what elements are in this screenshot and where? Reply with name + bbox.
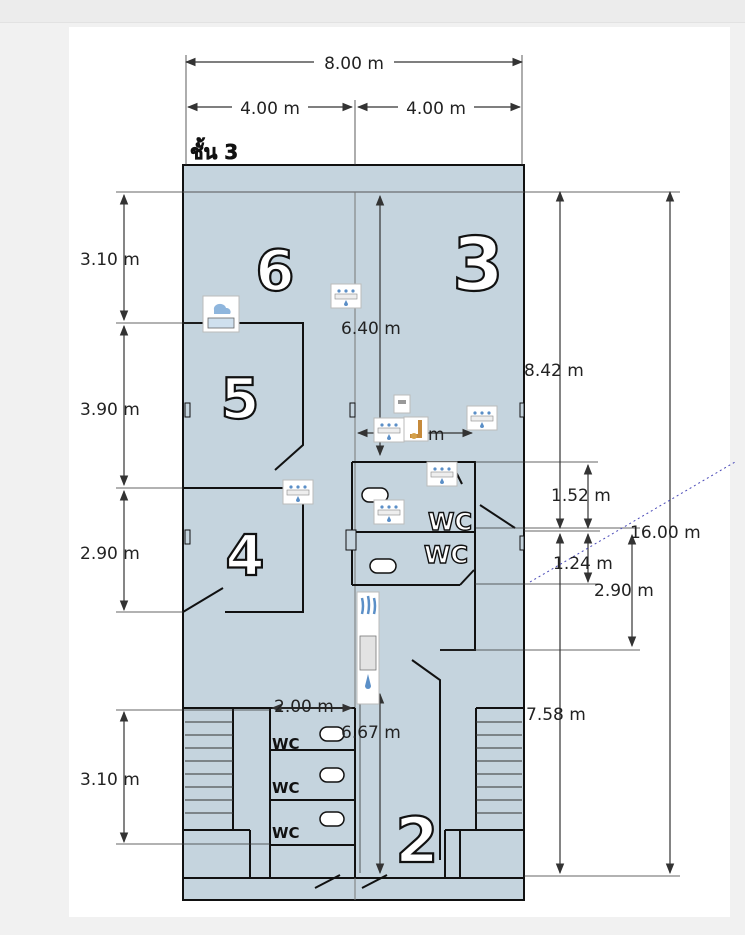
- room-number-6: 6: [256, 239, 295, 304]
- door-wc-3: [459, 569, 475, 586]
- room-number-4: 4: [226, 524, 265, 589]
- room-number-3: 3: [452, 222, 504, 308]
- wc-label: WC: [272, 779, 300, 797]
- door-entry-2: [361, 874, 388, 889]
- dim-right-lower: 7.58 m: [526, 705, 586, 725]
- wc-label: WC: [272, 735, 300, 753]
- door-wc-2: [479, 504, 516, 529]
- dim-overall-width: 8.00 m: [324, 54, 384, 74]
- shower-icon: [466, 405, 498, 431]
- faucet-icon: [393, 394, 429, 442]
- dimension-lines: [116, 55, 680, 877]
- water-fixture-icons: [202, 283, 498, 705]
- dim-room4-height: 2.90 m: [80, 544, 140, 564]
- rain-tank-icon: [202, 295, 240, 333]
- toilet-icon: [319, 726, 345, 742]
- wc-label: WC: [428, 508, 472, 536]
- dim-left-half: 4.00 m: [240, 99, 300, 119]
- dim-center-lower: 6.67 m: [341, 723, 401, 743]
- toilet-icon: [319, 767, 345, 783]
- dim-right-upper: 8.42 m: [524, 361, 584, 381]
- shower-icon: [373, 417, 405, 443]
- room-number-2: 2: [395, 804, 438, 877]
- interior-walls: [182, 322, 524, 889]
- wc-labels: WC WC WC WC WC: [272, 507, 473, 842]
- room-number-5: 5: [221, 367, 260, 432]
- dimension-labels: 8.00 m 4.00 m 4.00 m 3.10 m 3.90 m 2.90 …: [80, 52, 701, 790]
- dim-room5-height: 3.90 m: [80, 400, 140, 420]
- top-bar: [0, 0, 745, 23]
- dim-partial: m: [428, 425, 445, 445]
- toilet-icon: [319, 811, 345, 827]
- wall-room5: [183, 322, 304, 471]
- dim-corridor-width: 2.00 m: [274, 697, 334, 717]
- column-stubs: [184, 402, 525, 551]
- dim-wc-2: 1.24 m: [553, 554, 613, 574]
- door-swing-room4: [182, 587, 224, 613]
- dim-wc-zone: 2.90 m: [594, 581, 654, 601]
- wall-corridor-right: [411, 659, 441, 860]
- stair-treads-right: [476, 721, 522, 814]
- dim-right-half: 4.00 m: [406, 99, 466, 119]
- dim-stair-bay-height: 3.10 m: [80, 770, 140, 790]
- dim-room6-height: 3.10 m: [80, 250, 140, 270]
- shower-icon: [426, 461, 458, 487]
- wc-label: WC: [272, 824, 300, 842]
- dim-center-upper: 6.40 m: [341, 319, 401, 339]
- floor-label: ชั้น 3: [190, 137, 238, 164]
- shower-icon: [282, 479, 314, 505]
- water-heater-icon: [356, 591, 380, 705]
- toilet-icon: [369, 558, 397, 574]
- stair-treads-left: [185, 721, 233, 814]
- wc-label: WC: [424, 541, 468, 569]
- dim-overall-depth: 16.00 m: [630, 523, 701, 543]
- door-entry-1: [314, 874, 341, 889]
- room-numbers: 6 5 4 3 2: [219, 221, 504, 878]
- shower-icon: [330, 283, 362, 309]
- dim-wc-1: 1.52 m: [551, 486, 611, 506]
- shower-icon: [373, 499, 405, 525]
- wall-room4: [183, 487, 304, 613]
